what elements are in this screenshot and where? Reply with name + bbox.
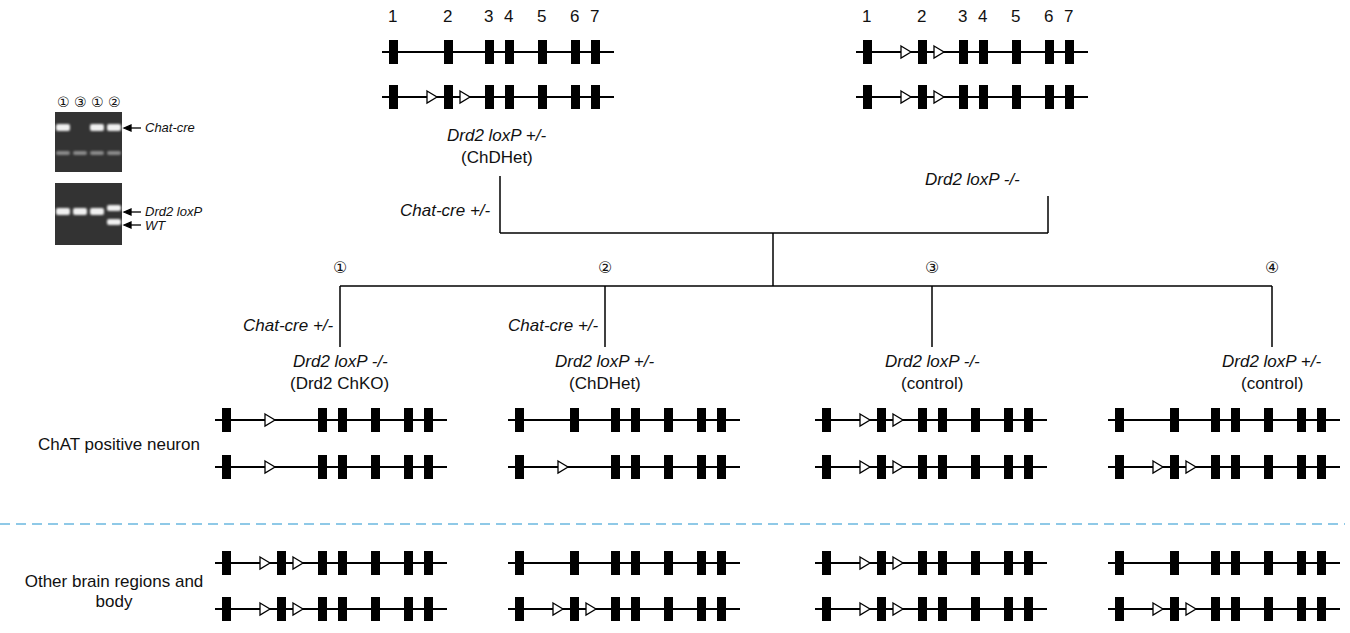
genotype-label: Drd2 loxP +/- xyxy=(1222,352,1321,372)
exon-number: 5 xyxy=(537,7,546,27)
exon-number: 2 xyxy=(917,7,926,27)
divider-line xyxy=(0,523,1345,525)
callout-number: ① xyxy=(333,258,347,278)
exon-number: 4 xyxy=(504,7,513,27)
exon-number: 1 xyxy=(388,7,397,27)
genotype-label: Chat-cre +/- xyxy=(400,201,490,221)
genotype-label: Chat-cre +/- xyxy=(243,316,333,336)
row-label: Other brain regions and body xyxy=(18,572,210,612)
other-tissue-alleles xyxy=(215,551,1340,621)
row-label: ChAT positive neuron xyxy=(38,435,200,455)
lane-number: ① xyxy=(91,92,104,112)
genotype-label: Drd2 loxP +/- xyxy=(447,126,546,146)
band-label: WT xyxy=(145,218,165,234)
cross-tree-lines xyxy=(340,176,1272,347)
lane-number: ② xyxy=(108,92,121,112)
exon-number: 6 xyxy=(1044,7,1053,27)
callout-number: ② xyxy=(598,258,612,278)
exon-number: 5 xyxy=(1011,7,1020,27)
band-label: Chat-cre xyxy=(145,120,195,136)
gel-image xyxy=(55,112,141,245)
genotype-label: Drd2 loxP -/- xyxy=(925,170,1020,190)
genotype-label: (control) xyxy=(901,374,963,394)
lane-number: ① xyxy=(57,92,70,112)
exon-number: 6 xyxy=(570,7,579,27)
genotype-label: (Drd2 ChKO) xyxy=(290,374,389,394)
exon-number: 7 xyxy=(1064,7,1073,27)
genotype-label: Chat-cre +/- xyxy=(508,316,598,336)
genotype-label: (ChDHet) xyxy=(461,148,533,168)
genotype-label: Drd2 loxP +/- xyxy=(555,352,654,372)
genotype-label: (control) xyxy=(1241,374,1303,394)
genotype-label: Drd2 loxP -/- xyxy=(885,352,980,372)
exon-number: 7 xyxy=(590,7,599,27)
exon-number: 1 xyxy=(862,7,871,27)
exon-number: 3 xyxy=(484,7,493,27)
callout-number: ④ xyxy=(1265,258,1279,278)
exon-number: 3 xyxy=(958,7,967,27)
band-label: Drd2 loxP xyxy=(145,204,202,220)
genotype-label: (ChDHet) xyxy=(569,374,641,394)
exon-number: 4 xyxy=(978,7,987,27)
genotype-label: Drd2 loxP -/- xyxy=(293,352,388,372)
callout-number: ③ xyxy=(925,258,939,278)
exon-number: 2 xyxy=(443,7,452,27)
chat-neuron-alleles xyxy=(215,408,1340,479)
lane-number: ③ xyxy=(74,92,87,112)
parent-alleles xyxy=(382,40,1088,109)
